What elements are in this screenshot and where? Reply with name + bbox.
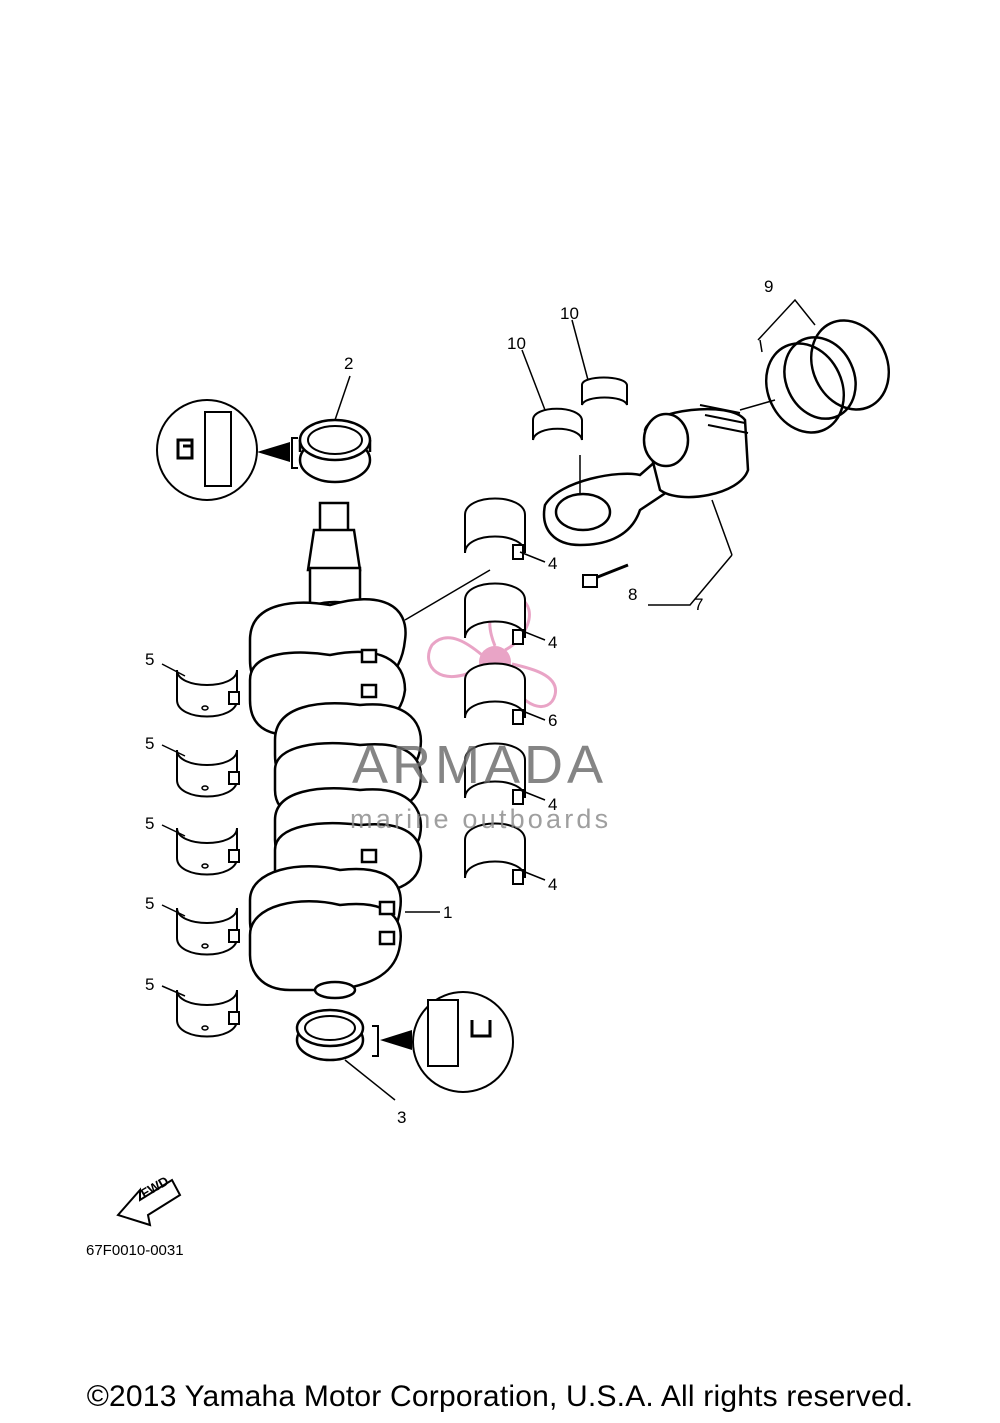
main-bearings-5	[161, 663, 240, 1038]
piston-rings-9	[739, 298, 891, 434]
callout-5-c: 5	[145, 814, 155, 833]
callout-5-d: 5	[145, 894, 155, 913]
callout-10-right: 10	[560, 304, 579, 323]
callout-2: 2	[344, 354, 354, 373]
callout-4-second: 4	[548, 633, 558, 652]
fwd-arrow-icon	[116, 1178, 182, 1227]
callout-5-e: 5	[145, 975, 155, 994]
callout-4-upper: 4	[548, 554, 558, 573]
callout-9: 9	[764, 277, 774, 296]
callout-6: 6	[548, 711, 558, 730]
copyright-notice: ©2013 Yamaha Motor Corporation, U.S.A. A…	[86, 1380, 914, 1413]
callout-5-a: 5	[145, 650, 155, 669]
small-bearings-10	[521, 319, 628, 441]
bearing-shells-4-6	[404, 497, 546, 913]
diagram-code: 67F0010-0031	[86, 1242, 184, 1259]
watermark-subtitle: marine outboards	[350, 804, 612, 834]
oil-seal-top-detail	[156, 399, 298, 501]
crankshaft	[248, 501, 423, 1000]
oil-seal-3	[295, 1008, 396, 1101]
callout-4-third: 4	[548, 795, 558, 814]
callout-5-b: 5	[145, 734, 155, 753]
oil-seal-bottom-detail	[372, 991, 514, 1093]
piston-connecting-rod-7	[542, 404, 750, 606]
callout-3: 3	[397, 1108, 407, 1127]
watermark-title: ARMADA	[352, 735, 608, 795]
callout-7: 7	[694, 595, 704, 614]
callout-4-fourth: 4	[548, 875, 558, 894]
callout-10-left: 10	[507, 334, 526, 353]
callout-1: 1	[443, 903, 453, 922]
oil-seal-2	[298, 375, 372, 484]
callout-8: 8	[628, 585, 638, 604]
